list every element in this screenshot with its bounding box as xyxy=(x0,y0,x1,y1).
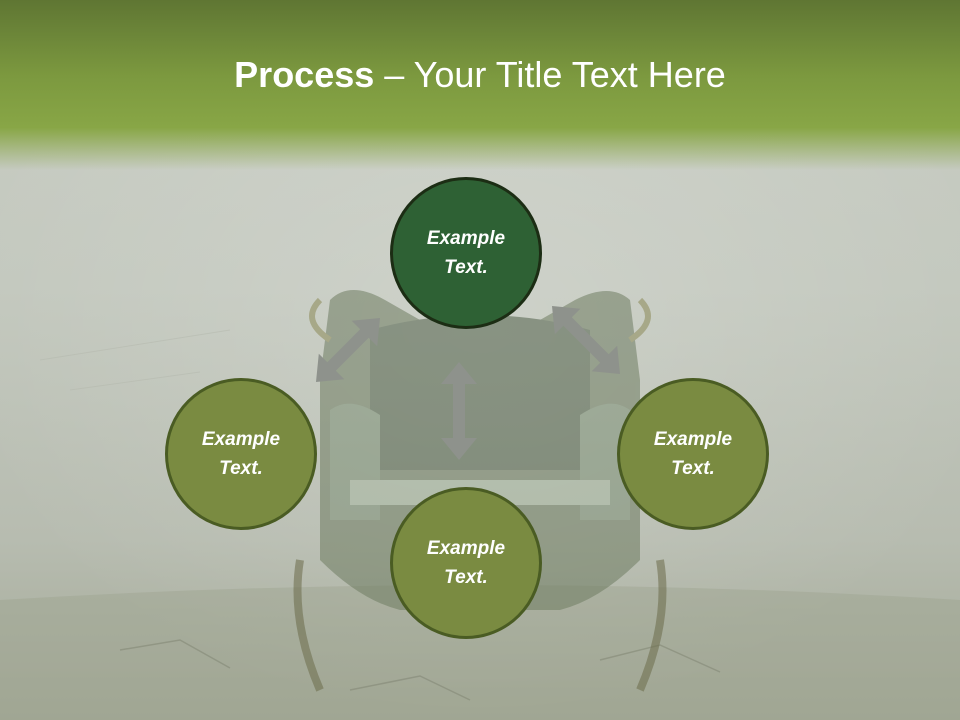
node-top: Example Text. xyxy=(390,177,542,329)
arrow-vertical-icon xyxy=(441,362,477,460)
node-bottom: Example Text. xyxy=(390,487,542,639)
node-top-line2: Text. xyxy=(444,257,488,278)
arrow-top-left-icon xyxy=(316,318,380,382)
node-right-line1: Example xyxy=(653,429,733,450)
node-right: Example Text. xyxy=(617,378,769,530)
node-right-line2: Text. xyxy=(671,458,715,479)
node-left-line2: Text. xyxy=(219,458,263,479)
node-left-line1: Example xyxy=(201,429,281,450)
slide-title: Process – Your Title Text Here xyxy=(0,52,960,98)
node-bottom-line2: Text. xyxy=(444,567,488,588)
title-band xyxy=(0,0,960,170)
arrow-top-right-icon xyxy=(552,306,620,374)
node-bottom-line1: Example xyxy=(426,538,506,559)
node-top-line1: Example xyxy=(426,228,506,249)
title-rest: – Your Title Text Here xyxy=(374,54,726,95)
node-left: Example Text. xyxy=(165,378,317,530)
title-bold: Process xyxy=(234,54,375,95)
